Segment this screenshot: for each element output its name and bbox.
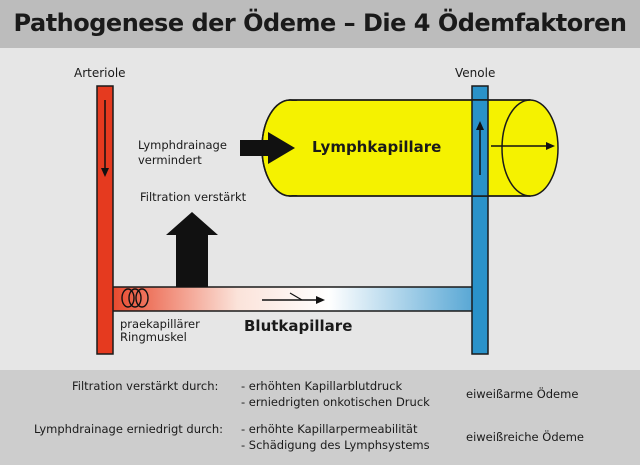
blood-capillary-label: Blutkapillare [244,317,353,335]
legend-row-2-item-1: - erhöhte Kapillarpermeabilität [241,422,418,436]
filtration-arrow-icon [166,212,218,287]
sphincter-label-line2: Ringmuskel [120,330,187,344]
blood-flow-arrow-icon [316,296,325,304]
lymph-capillary-label: Lymphkapillare [312,138,442,156]
legend-row-2-result: eiweißreiche Ödeme [466,430,584,444]
lymph-drainage-label-line1: Lymphdrainage [138,138,227,152]
legend-row-1-cause: Filtration verstärkt durch: [72,379,219,393]
legend-row-1-item-2: - erniedrigten onkotischen Druck [241,395,430,409]
legend-area [0,370,640,465]
arteriole-down-arrow-icon [101,168,109,177]
title-bar [0,0,640,48]
legend-row-2-cause: Lymphdrainage erniedrigt durch: [34,422,223,436]
legend-row-1-item-1: - erhöhten Kapillarblutdruck [241,379,403,393]
lymph-drainage-label-line2: vermindert [138,153,202,167]
venole-label: Venole [455,66,496,80]
lymph-drainage-arrow-icon [240,132,295,164]
arteriole-label: Arteriole [74,66,126,80]
sphincter-rings-icon [121,288,149,308]
lymph-flow-arrow-icon [546,142,555,150]
legend-row-1-result: eiweißarme Ödeme [466,387,579,401]
sphincter-label-line1: praekapillärer [120,317,200,331]
page-title: Pathogenese der Ödeme – Die 4 Ödemfaktor… [13,9,627,37]
filtration-label: Filtration verstärkt [140,190,247,204]
legend-row-2-item-2: - Schädigung des Lymphsystems [241,438,430,452]
blood-capillary [109,286,476,312]
arteriole-vessel [96,85,114,355]
